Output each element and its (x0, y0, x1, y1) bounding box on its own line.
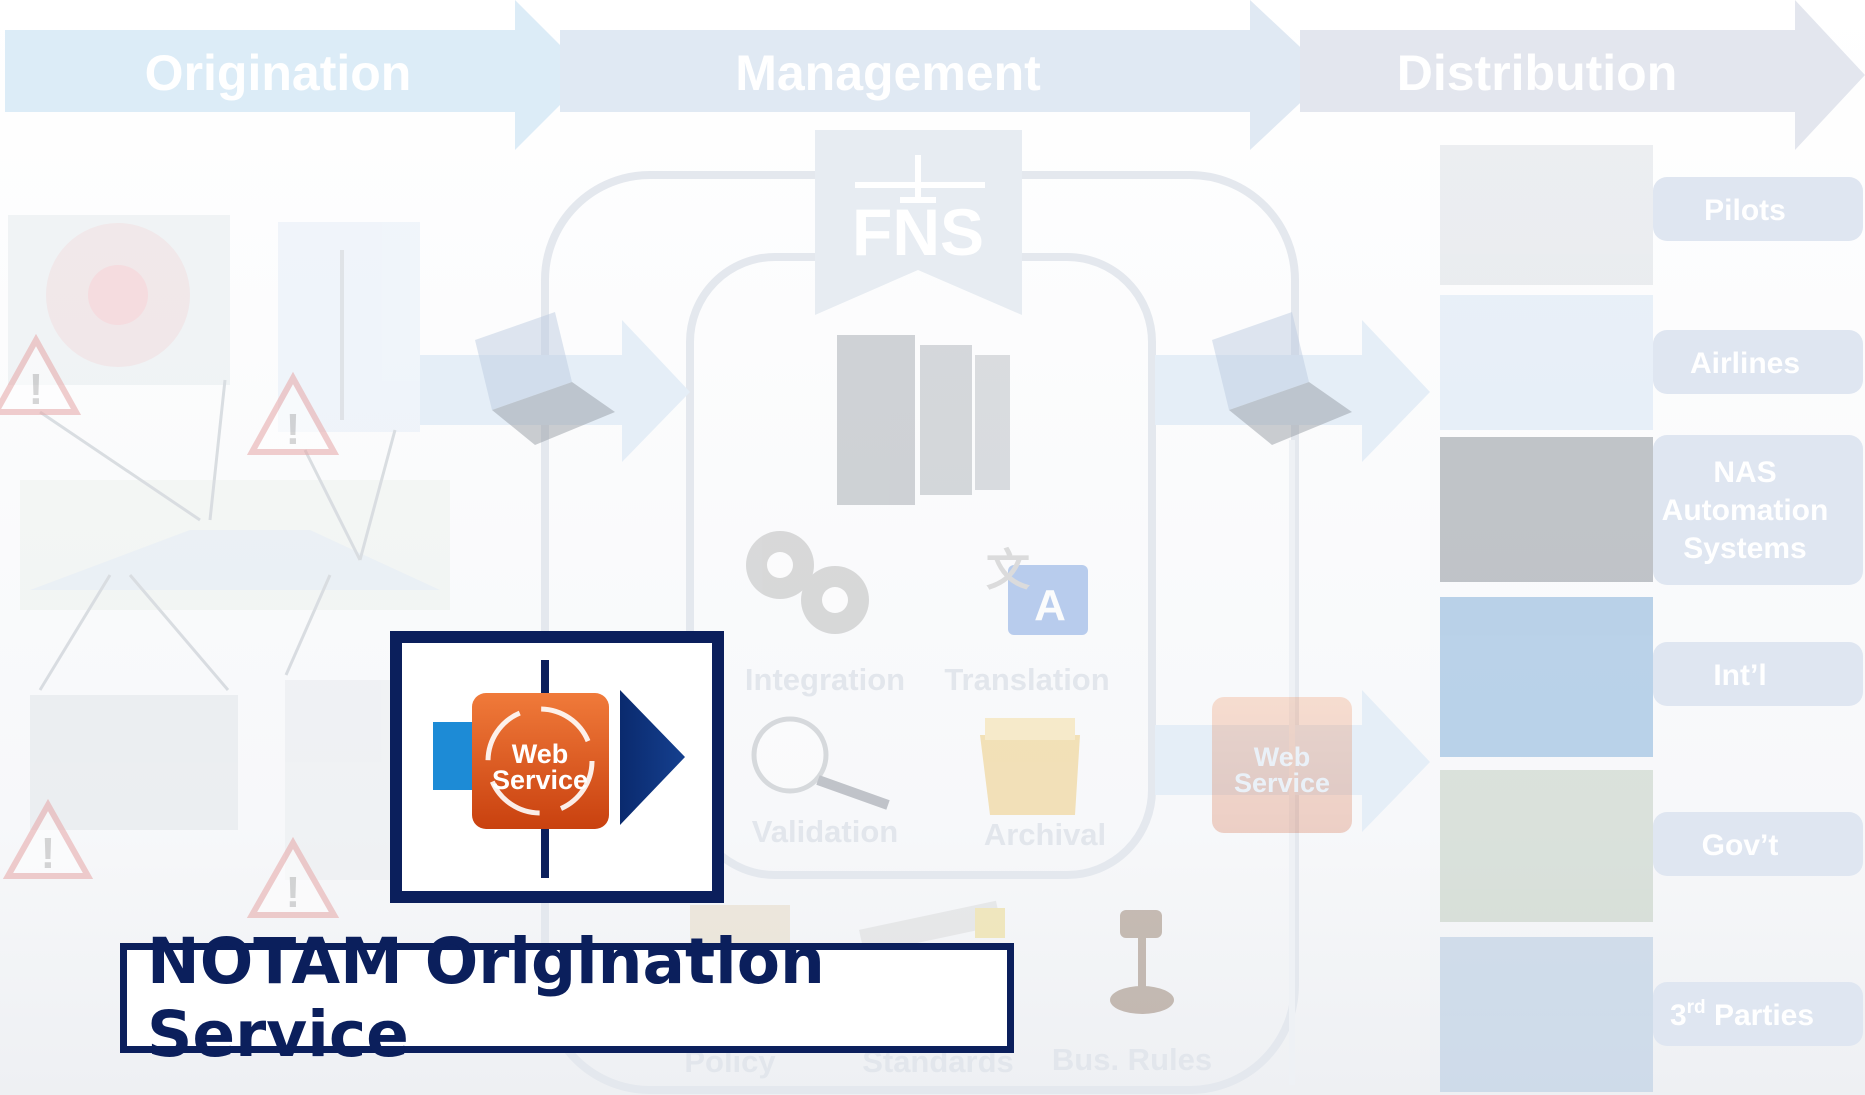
web-service-icon-faded: Web Service (1212, 697, 1352, 833)
stage-arrow-distribution (1300, 0, 1865, 150)
archive-box-icon (980, 718, 1080, 815)
laptop-icon (1212, 312, 1352, 445)
distribution-tab-airlines: Airlines (1653, 330, 1863, 394)
pilot-photo (1440, 145, 1653, 285)
svg-text:!: ! (286, 868, 301, 917)
distribution-tab-intl: Int’l (1653, 642, 1863, 706)
svg-text:Pilots: Pilots (1704, 194, 1786, 227)
warning-icon: ! (246, 836, 340, 918)
svg-text:!: ! (29, 365, 44, 414)
svg-text:Web: Web (1254, 742, 1311, 772)
function-integration: Integration (745, 662, 905, 697)
governance-bus-rules: Bus. Rules (1052, 1042, 1212, 1077)
stage-arrow-origination (5, 0, 590, 150)
svg-text:Systems: Systems (1683, 532, 1806, 565)
airport-plane-image (30, 695, 238, 830)
translate-icon: A 文 (986, 546, 1088, 635)
svg-text:A: A (1034, 581, 1066, 630)
distribution-tab-govt: Gov’t (1653, 812, 1863, 876)
svg-text:NAS: NAS (1713, 456, 1776, 489)
flow-arrow-origination-to-fns (420, 320, 690, 462)
function-validation: Validation (752, 814, 898, 849)
web-service-label-line1: Web (512, 739, 569, 769)
svg-text:Airlines: Airlines (1690, 347, 1800, 380)
ruler-icon (859, 900, 1005, 955)
fns-label: FNS (852, 195, 984, 269)
flow-arrow-navy (620, 690, 685, 825)
stage-arrow-management (560, 0, 1330, 150)
notam-origination-callout: NOTAM Origination Service (120, 925, 1014, 1071)
gears-icon (746, 531, 869, 634)
highlight-box: Web Service (390, 631, 724, 903)
globe-photo (1440, 597, 1653, 757)
scroll-icon (690, 905, 790, 950)
third-parties-photo (1440, 937, 1653, 1092)
stage-label-origination: Origination (145, 45, 412, 101)
warning-icon: ! (2, 798, 94, 879)
function-archival: Archival (984, 817, 1106, 852)
web-service-icon (472, 693, 609, 829)
laptop-icon (475, 312, 615, 445)
nas-map-photo (1440, 437, 1653, 582)
warning-icon: ! (0, 333, 82, 415)
distribution-images (1440, 145, 1653, 1092)
airliner-photo (1440, 295, 1653, 430)
svg-text:Service: Service (1234, 768, 1330, 798)
svg-text:!: ! (286, 405, 301, 454)
svg-text:文: 文 (986, 546, 1030, 595)
distribution-tab-nas: NAS Automation Systems (1653, 435, 1863, 585)
distribution-tab-third-parties: 3rd Parties (1653, 982, 1863, 1046)
government-seals-photo (1440, 770, 1653, 922)
origination-images (8, 215, 450, 880)
magnifier-icon (751, 716, 890, 810)
svg-text:Automation: Automation (1662, 494, 1829, 527)
function-translation: Translation (944, 662, 1109, 697)
flow-arrow-fns-to-distribution (1155, 320, 1430, 462)
stage-label-distribution: Distribution (1397, 45, 1678, 101)
svg-text:Gov’t: Gov’t (1702, 829, 1779, 862)
gavel-icon (1110, 910, 1174, 1014)
fns-logo: FNS (815, 130, 1022, 315)
svg-text:3rd Parties: 3rd Parties (1670, 997, 1814, 1032)
airplane-icon (855, 155, 985, 203)
svg-text:!: ! (41, 829, 56, 878)
svg-text:Int’l: Int’l (1713, 659, 1766, 692)
stage-label-management: Management (735, 45, 1041, 101)
warning-icon: ! (246, 371, 340, 455)
server-icon (837, 335, 1010, 505)
callout-title: NOTAM Origination Service (147, 925, 825, 1071)
distribution-tab-pilots: Pilots (1653, 177, 1863, 241)
web-service-label-line2: Service (492, 765, 588, 795)
